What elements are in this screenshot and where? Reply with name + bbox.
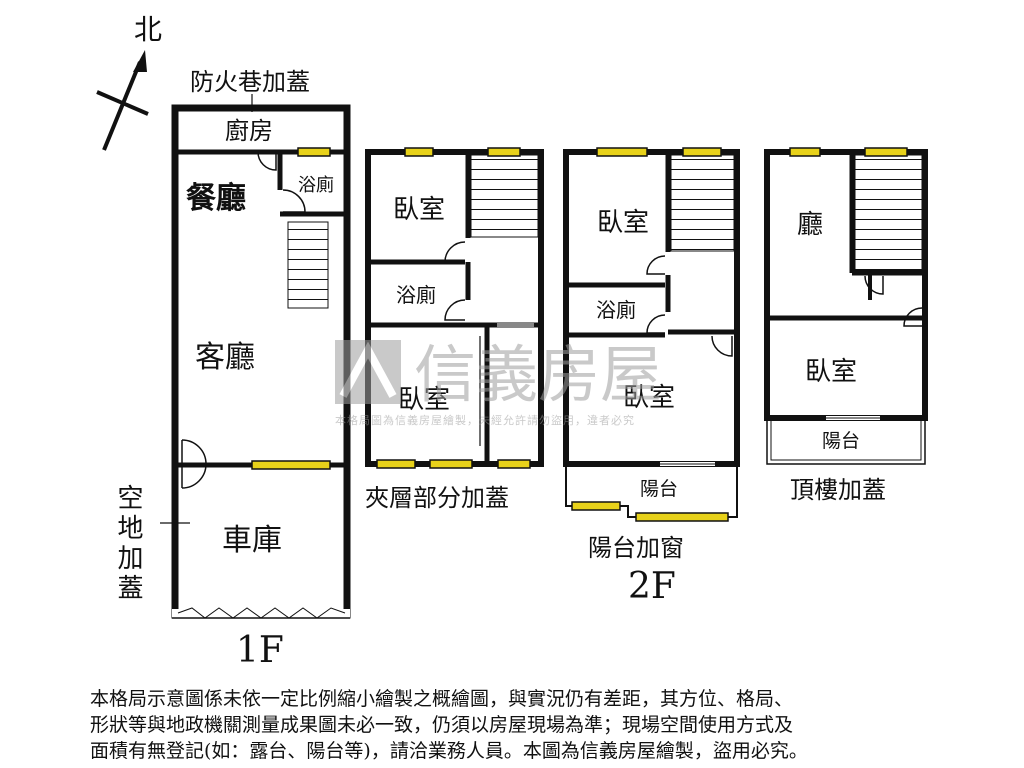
kitchen-label: 廚房 <box>225 117 273 145</box>
2f-bedroom-bottom-label: 臥室 <box>623 383 675 413</box>
mezz-bedroom-top-label: 臥室 <box>393 195 445 225</box>
disclaimer-line: 面積有無登記(如：露台、陽台等)，請洽業務人員。本圖為信義房屋繪製，盜用必究。 <box>90 740 808 762</box>
2f-bath-label: 浴廁 <box>596 298 636 322</box>
door-icon <box>444 241 466 263</box>
floor-roof: 廳 臥室 陽台 頂樓加蓋 <box>764 147 928 504</box>
door-icon <box>444 299 466 321</box>
floor-mezzanine: 臥室 浴廁 臥室 夾層部分加蓋 <box>365 147 544 512</box>
2f-balcony-label: 陽台 <box>640 478 678 500</box>
floor-2f-title: 2F <box>628 566 676 607</box>
stairs-icon <box>670 154 735 252</box>
window-icon <box>429 459 473 469</box>
stairs-icon <box>854 154 923 271</box>
floor-1f-title: 1F <box>236 630 284 671</box>
watermark-brand: 信義房屋 <box>414 338 662 411</box>
stairs-icon <box>470 154 539 238</box>
compass: 北 <box>96 13 162 151</box>
mezz-bedroom-bottom-label: 臥室 <box>398 385 450 415</box>
window-icon <box>596 147 648 157</box>
garage-label: 車庫 <box>222 523 282 558</box>
window-icon <box>571 501 621 511</box>
roof-hall-label: 廳 <box>797 210 823 240</box>
window-icon <box>376 459 416 469</box>
window-icon <box>487 147 521 157</box>
north-label: 北 <box>134 13 162 46</box>
2f-bedroom-top-label: 臥室 <box>597 208 649 238</box>
door-icon <box>903 307 923 327</box>
garage-door-icon <box>181 439 207 489</box>
window-icon <box>251 460 331 470</box>
window-icon <box>682 147 722 157</box>
door-icon <box>864 275 884 295</box>
window-icon <box>864 147 908 157</box>
window-icon <box>497 459 531 469</box>
roof-balcony-label: 陽台 <box>822 430 860 452</box>
window-icon <box>404 147 434 157</box>
disclaimer-line: 本格局示意圖係未依一定比例縮小繪製之概繪圖，與實況仍有差距，其方位、格局、 <box>90 688 794 710</box>
watermark-text: 本格局圖為信義房屋繪製，未經允許請勿盜用，違者必究 <box>335 413 635 427</box>
balcony-window-label: 陽台加窗 <box>588 534 684 562</box>
living-room-label: 客廳 <box>195 340 255 375</box>
floor-2f: 臥室 浴廁 臥室 陽台 陽台加窗 2F <box>563 147 740 607</box>
floor-mezzanine-title: 夾層部分加蓋 <box>365 484 509 512</box>
floor-1f: 防火巷加蓋 廚房 餐廳 浴廁 客廳 空地加蓋 車庫 1F <box>113 68 351 671</box>
dining-label: 餐廳 <box>186 181 246 216</box>
door-icon <box>646 255 666 275</box>
floor-roof-title: 頂樓加蓋 <box>790 476 886 504</box>
north-arrowhead-icon <box>133 50 147 72</box>
watermark: 信義房屋 本格局圖為信義房屋繪製，未經允許請勿盜用，違者必究 <box>335 338 662 427</box>
door-icon <box>646 314 666 334</box>
window-icon <box>635 512 729 522</box>
fire-lane-label: 防火巷加蓋 <box>190 68 310 96</box>
kitchen-door-icon <box>257 151 277 171</box>
north-arrow-icon <box>102 61 142 151</box>
roof-bedroom-label: 臥室 <box>805 357 857 387</box>
disclaimer: 本格局示意圖係未依一定比例縮小繪製之概繪圖，與實況仍有差距，其方位、格局、 形狀… <box>90 686 990 764</box>
window-icon <box>297 147 331 157</box>
stairs-icon <box>287 221 329 309</box>
window-icon <box>789 147 821 157</box>
door-icon <box>711 335 733 357</box>
compass-crossbar-icon <box>96 90 149 116</box>
bath-door-icon <box>282 189 306 213</box>
disclaimer-line: 形狀等與地政機關測量成果圖未必一致，仍須以房屋現場為準；現場空間使用方式及 <box>90 714 794 736</box>
mezz-bath-label: 浴廁 <box>396 283 436 307</box>
vacant-land-label: 空地加蓋 <box>113 484 143 604</box>
bath-label: 浴廁 <box>298 174 334 196</box>
